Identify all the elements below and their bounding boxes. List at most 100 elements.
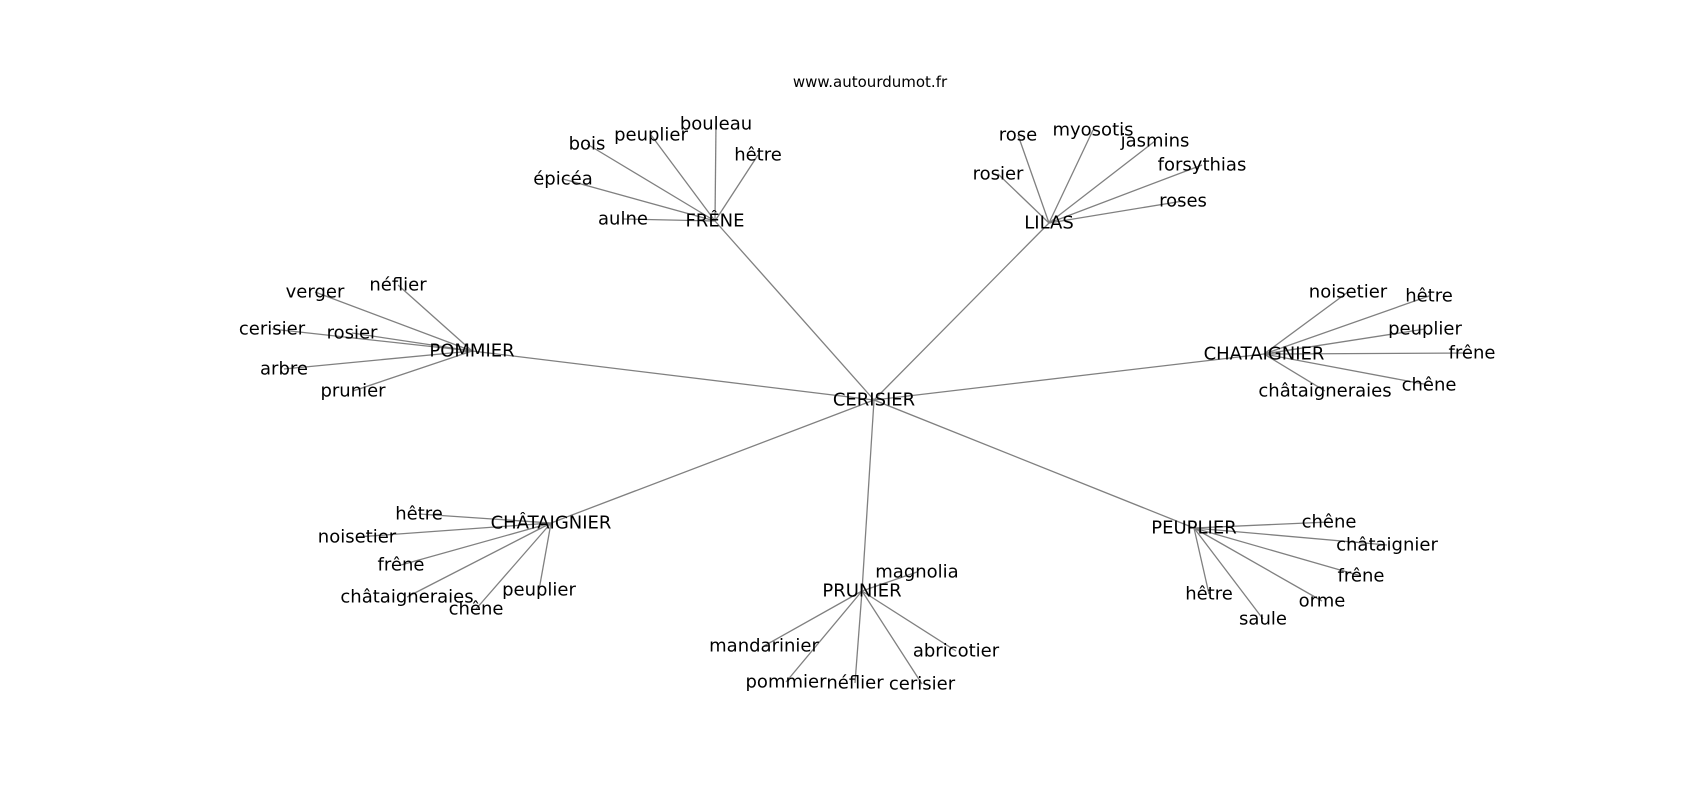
node-peuplier-hetre[interactable]: hêtre: [1185, 584, 1233, 605]
node-lilas-rosier[interactable]: rosier: [973, 164, 1024, 185]
edge-frene-bois: [586, 143, 716, 222]
node-peuplier-chataignier[interactable]: châtaignier: [1336, 535, 1438, 556]
edge-prunier-cerisier: [861, 590, 923, 685]
edge-pommier-verger: [314, 291, 473, 352]
edge-chataignier-west-peuplier: [538, 522, 552, 591]
edge-pommier-arbre: [283, 350, 473, 370]
node-pommier-rosier[interactable]: rosier: [327, 323, 378, 344]
edge-pommier-rosier: [351, 332, 473, 352]
node-chataignier-east-noisetier[interactable]: noisetier: [1309, 282, 1388, 303]
edge-peuplier-orme: [1193, 527, 1323, 602]
node-prunier-mandarinier[interactable]: mandarinier: [709, 636, 819, 657]
node-pommier-verger[interactable]: verger: [286, 282, 345, 303]
edge-cerisier-prunier: [861, 399, 875, 592]
edge-peuplier-chataignier: [1193, 527, 1388, 546]
edge-lilas-myosotis: [1048, 129, 1094, 224]
node-prunier-cerisier[interactable]: cerisier: [889, 674, 956, 695]
node-chataignier-east-frene[interactable]: frêne: [1449, 343, 1496, 364]
site-watermark: www.autourdumot.fr: [793, 73, 948, 91]
node-pommier-neflier[interactable]: néflier: [369, 275, 427, 296]
node-frene-aulne[interactable]: aulne: [598, 209, 648, 230]
node-chataignier-west[interactable]: CHÂTAIGNIER: [491, 512, 612, 534]
node-chataignier-west-chataigneraies[interactable]: châtaigneraies: [340, 587, 473, 608]
node-chataignier-west-frene[interactable]: frêne: [378, 555, 425, 576]
edge-pommier-neflier: [397, 284, 473, 352]
edge-lilas-jasmins: [1048, 140, 1156, 224]
edge-cerisier-peuplier: [873, 399, 1195, 529]
node-prunier-magnolia[interactable]: magnolia: [875, 562, 958, 583]
edge-cerisier-lilas: [873, 222, 1050, 401]
graph-edges: [271, 123, 1473, 685]
edge-cerisier-pommier: [471, 350, 875, 401]
edge-chataignier-east-chene: [1263, 353, 1430, 386]
node-prunier[interactable]: PRUNIER: [822, 581, 901, 602]
node-peuplier-frene[interactable]: frêne: [1338, 566, 1385, 587]
edge-chataignier-west-noisetier: [356, 522, 552, 538]
node-frene-hetre[interactable]: hêtre: [734, 145, 782, 166]
node-lilas-myosotis[interactable]: myosotis: [1052, 120, 1133, 141]
node-chataignier-east-chataigneraies[interactable]: châtaigneraies: [1258, 381, 1391, 402]
node-prunier-neflier[interactable]: néflier: [826, 673, 884, 694]
node-lilas[interactable]: LILAS: [1024, 213, 1074, 234]
node-peuplier[interactable]: PEUPLIER: [1151, 518, 1236, 539]
edge-lilas-roses: [1048, 200, 1184, 224]
node-lilas-rose[interactable]: rose: [999, 125, 1037, 146]
node-chataignier-west-peuplier[interactable]: peuplier: [502, 580, 576, 601]
edge-lilas-forsythias: [1048, 164, 1203, 224]
edge-frene-epicea: [562, 178, 716, 222]
node-frene-bouleau[interactable]: bouleau: [680, 114, 752, 135]
edge-cerisier-chataignier-west: [550, 399, 875, 524]
node-peuplier-chene[interactable]: chêne: [1302, 512, 1357, 533]
node-chataignier-east-hetre[interactable]: hêtre: [1405, 286, 1453, 307]
node-pommier[interactable]: POMMIER: [429, 341, 514, 362]
edge-pommier-cerisier: [271, 328, 473, 352]
edge-chataignier-west-frene: [400, 522, 552, 566]
edge-prunier-pommier: [785, 590, 863, 683]
node-pommier-cerisier[interactable]: cerisier: [239, 319, 306, 340]
node-frene[interactable]: FRÊNE: [685, 210, 744, 232]
node-frene-peuplier[interactable]: peuplier: [614, 125, 688, 146]
edge-chataignier-west-hetre: [418, 513, 552, 524]
node-lilas-jasmins[interactable]: jasmins: [1120, 131, 1190, 152]
node-chataignier-east-peuplier[interactable]: peuplier: [1388, 319, 1462, 340]
node-prunier-abricotier[interactable]: abricotier: [913, 641, 1000, 662]
node-prunier-pommier[interactable]: pommier: [746, 672, 828, 693]
edge-chataignier-east-frene: [1263, 352, 1473, 355]
edge-frene-aulne: [622, 218, 716, 222]
edge-frene-peuplier: [650, 134, 716, 222]
edge-prunier-abricotier: [861, 590, 957, 652]
edge-cerisier-frene: [714, 220, 875, 401]
edge-peuplier-chene: [1193, 521, 1330, 529]
edge-peuplier-frene: [1193, 527, 1362, 577]
node-pommier-prunier[interactable]: prunier: [320, 381, 386, 402]
node-cerisier-center[interactable]: CERISIER: [833, 390, 915, 411]
node-peuplier-saule[interactable]: saule: [1239, 609, 1287, 630]
edge-chataignier-west-chene: [475, 522, 552, 610]
node-chataignier-east[interactable]: CHATAIGNIER: [1204, 344, 1325, 365]
edge-cerisier-chataignier-east: [873, 353, 1265, 401]
node-pommier-arbre[interactable]: arbre: [260, 359, 308, 380]
edge-peuplier-hetre: [1193, 527, 1210, 595]
node-chataignier-east-chene[interactable]: chêne: [1402, 375, 1457, 396]
edge-prunier-mandarinier: [763, 590, 863, 647]
node-frene-epicea[interactable]: épicéa: [533, 169, 593, 190]
node-peuplier-orme[interactable]: orme: [1299, 591, 1346, 612]
node-chataignier-west-hetre[interactable]: hêtre: [395, 504, 443, 525]
edge-chataignier-east-noisetier: [1263, 291, 1349, 355]
edge-chataignier-west-chataigneraies: [406, 522, 552, 598]
node-lilas-forsythias[interactable]: forsythias: [1158, 155, 1247, 176]
node-frene-bois[interactable]: bois: [569, 134, 606, 155]
node-chataignier-west-chene[interactable]: chêne: [449, 599, 504, 620]
node-lilas-roses[interactable]: roses: [1159, 191, 1207, 212]
edge-prunier-neflier: [854, 590, 863, 684]
edge-prunier-magnolia: [861, 571, 918, 592]
edge-chataignier-east-peuplier: [1263, 328, 1426, 355]
edge-frene-hetre: [714, 154, 759, 222]
node-chataignier-west-noisetier[interactable]: noisetier: [318, 527, 397, 548]
edge-chataignier-east-chataigneraies: [1263, 353, 1326, 392]
edge-frene-bouleau: [714, 123, 717, 222]
edge-peuplier-saule: [1193, 527, 1264, 620]
edge-lilas-rose: [1017, 134, 1050, 224]
